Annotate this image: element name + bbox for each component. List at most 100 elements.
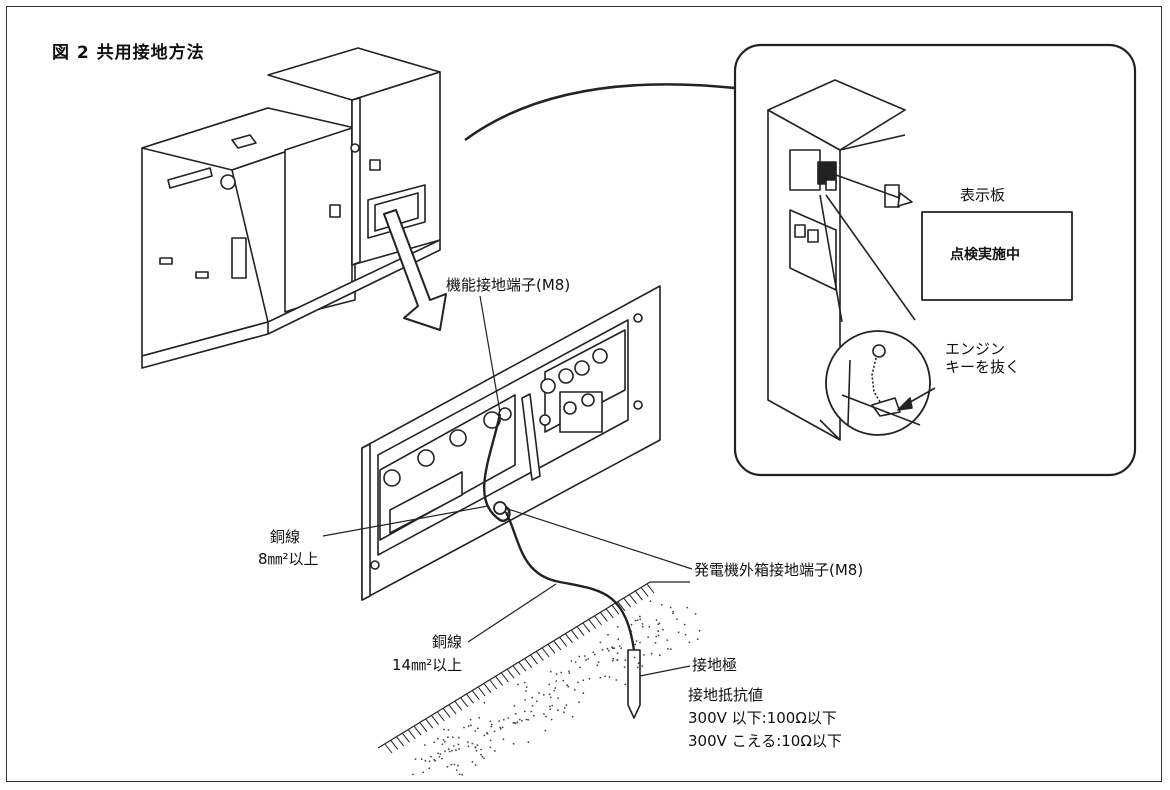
soil-dot (551, 704, 554, 707)
callout-curve (464, 83, 736, 142)
ground-hatch-mark (646, 583, 655, 594)
ground-hatch-mark (524, 658, 533, 668)
resistance-line1: 300V 以下:100Ω以下 (688, 709, 837, 727)
soil-dot (530, 710, 533, 713)
soil-dot (618, 645, 621, 647)
soil-dot (601, 648, 604, 651)
soil-dot (570, 660, 573, 662)
soil-dot (669, 606, 672, 609)
soil-dot (593, 653, 596, 656)
soil-dot (655, 619, 658, 621)
soil-dot (662, 628, 664, 631)
ground-hatch-mark (471, 690, 480, 700)
soil-dot (507, 717, 510, 719)
soil-dot (636, 619, 639, 621)
soil-dot (424, 759, 427, 762)
ground-hatch-mark (594, 615, 602, 626)
soil-dot (624, 659, 627, 661)
soil-dot (563, 711, 565, 714)
ground-hatch-mark (506, 669, 515, 679)
soil-dot (502, 738, 505, 741)
soil-dot (573, 689, 576, 691)
soil-dot (553, 689, 556, 692)
ground-hatch-mark (419, 722, 428, 732)
soil-dot (466, 741, 469, 743)
soil-dot (420, 758, 423, 761)
ground-hatch-mark (384, 743, 393, 754)
soil-dot (639, 641, 641, 644)
ground-hatch-mark (396, 736, 405, 747)
soil-dot (423, 744, 426, 746)
soil-dot (422, 771, 425, 774)
engine-key-label-line2: キーを抜く (945, 358, 1021, 376)
soil-dot (474, 746, 477, 748)
ground-hatch-mark (582, 622, 591, 633)
soil-dot (517, 683, 519, 686)
soil-dot (568, 670, 570, 673)
ground-hatch-mark (553, 640, 562, 651)
soil-dot (574, 661, 577, 663)
engine-key-label-line1: エンジン (945, 340, 1006, 358)
soil-dot (458, 773, 461, 776)
soil-dot (489, 720, 492, 723)
soil-dot (676, 618, 678, 620)
soil-dot (582, 679, 585, 682)
ground-hatch-mark (623, 597, 632, 608)
soil-dot (443, 728, 445, 731)
soil-dot (650, 652, 653, 655)
soil-dot (684, 633, 687, 636)
soil-dot (512, 742, 515, 745)
ground-hatch-mark (530, 654, 538, 665)
soil-dot (545, 715, 547, 718)
soil-dot (613, 647, 616, 649)
soil-dot (620, 647, 623, 650)
inset-generator (767, 79, 906, 441)
soil-dot (596, 664, 599, 667)
ground-hatch-mark (588, 619, 597, 629)
soil-dot (557, 697, 559, 700)
ground-hatch-mark (518, 661, 527, 672)
soil-dot (550, 718, 553, 721)
soil-dot (448, 750, 451, 753)
ground-hatch-mark (501, 672, 509, 683)
copper-wire-8-label-line1: 銅線 (270, 528, 301, 546)
soil-dot (442, 739, 445, 741)
soil-dot (577, 681, 579, 684)
soil-dot (597, 661, 600, 664)
ground-hatch-mark (565, 633, 573, 644)
soil-dot (412, 773, 414, 776)
soil-dot (433, 758, 436, 761)
soil-dot (433, 741, 436, 744)
soil-dot (634, 643, 637, 646)
soil-dot (688, 641, 691, 644)
soil-dot (474, 764, 477, 766)
soil-dot (527, 718, 530, 721)
soil-dot (490, 725, 493, 728)
ground-hatch-mark (460, 697, 469, 708)
soil-dot (607, 649, 610, 652)
soil-dot (641, 623, 644, 625)
soil-dot (578, 655, 581, 658)
soil-dot (451, 749, 453, 752)
soil-dot (658, 622, 661, 625)
soil-dot (502, 718, 505, 721)
resistance-title: 接地抵抗値 (688, 686, 764, 704)
soil-dot (489, 746, 492, 749)
ground-hatch-mark (535, 651, 544, 661)
soil-dot (639, 665, 641, 668)
soil-dot (582, 692, 585, 695)
ground-hatch-mark (390, 740, 399, 750)
soil-dot (452, 745, 455, 747)
soil-dot (467, 745, 470, 748)
ground-hatch-mark (431, 715, 439, 725)
ground-rod (627, 649, 641, 719)
soil-dot (672, 610, 674, 613)
soil-dot (549, 696, 552, 699)
soil-dot (698, 629, 701, 632)
soil-dot (461, 773, 464, 776)
copper-wire-14 (504, 511, 636, 651)
soil-dot (655, 635, 658, 638)
ground-hatch-mark (454, 701, 463, 711)
soil-dot (523, 681, 526, 684)
soil-dot (470, 724, 472, 727)
